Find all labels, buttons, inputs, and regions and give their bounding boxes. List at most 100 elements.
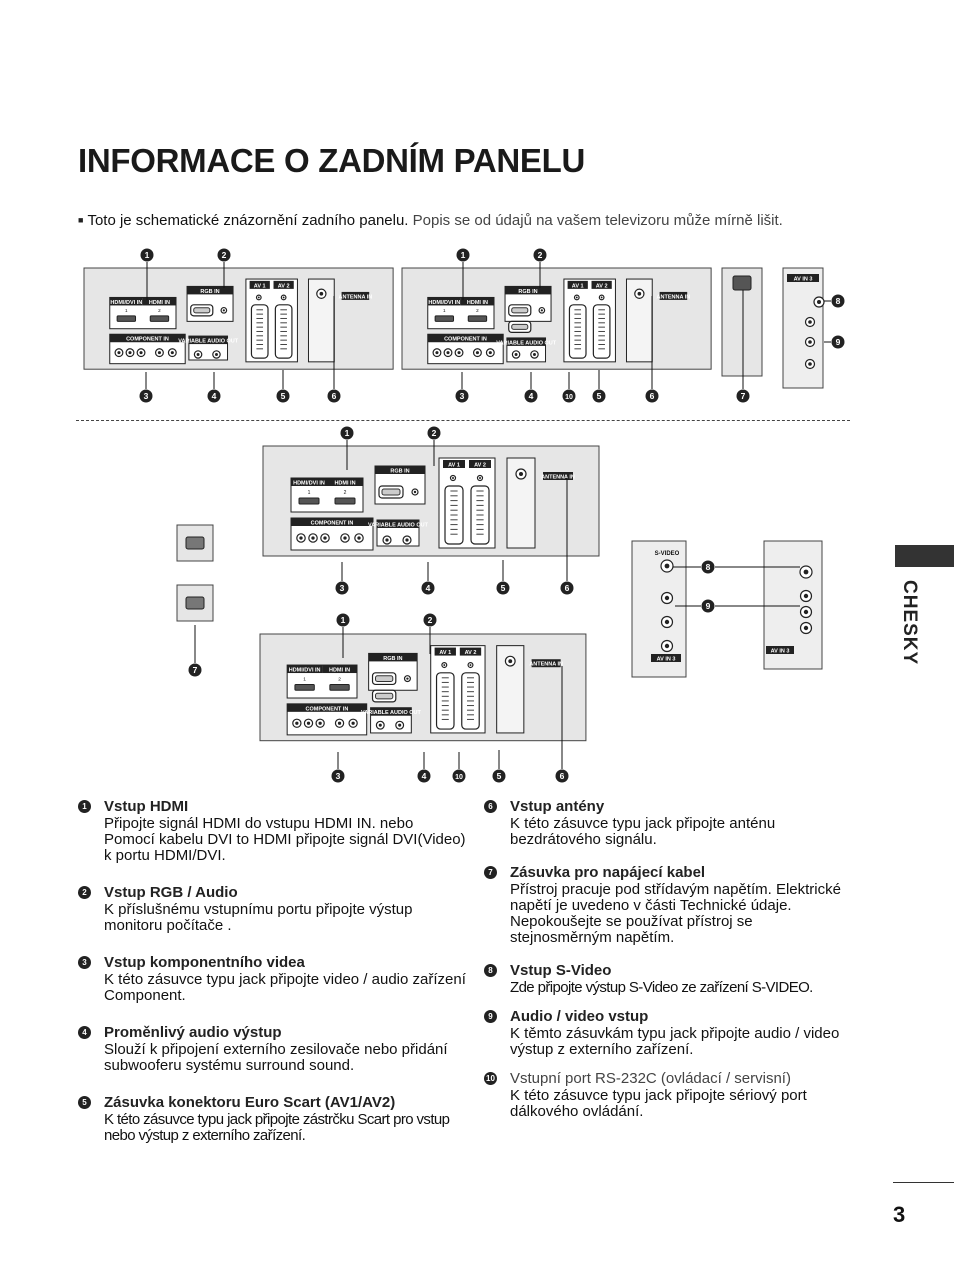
page-number: 3 (893, 1202, 906, 1227)
panel-label-bar (368, 653, 418, 662)
item-heading: Vstup S-Video (510, 962, 612, 979)
hdmi-port (116, 315, 137, 322)
callout-number: 5 (497, 771, 502, 781)
panel-label: ANTENNA IN (529, 662, 563, 668)
panel-label-bar (659, 291, 688, 300)
jack-pin (457, 351, 461, 355)
item-body: K této zásuvce typu jack připojte video … (104, 971, 466, 1004)
panel-label-bar (291, 518, 373, 526)
item-heading: Zásuvka pro napájecí kabel (510, 864, 706, 881)
panel-label-bar (651, 654, 681, 662)
callout-badge (701, 560, 715, 574)
jack-pin (222, 309, 225, 312)
callout-number: 9 (706, 601, 711, 611)
callout-number: 1 (461, 250, 466, 260)
vga-port-inner (375, 675, 394, 682)
panel-label: ANTENNA IN (339, 294, 373, 300)
panel-label: COMPONENT IN (126, 337, 169, 343)
hdmi-port-number: 2 (476, 308, 479, 313)
jack-pin (157, 351, 161, 355)
callout-number: 2 (428, 615, 433, 625)
jack-pin (311, 536, 315, 540)
callout-badge (492, 769, 506, 783)
panel-label-bar (188, 336, 228, 345)
item-body: K příslušnému vstupnímu portu připojte v… (104, 901, 413, 934)
jack-pin (128, 351, 132, 355)
jack-pin (170, 351, 174, 355)
jack-pin (469, 664, 472, 667)
callout-badge (140, 248, 154, 262)
callout-badge (421, 581, 435, 595)
section-language-label: CHESKY (899, 580, 920, 666)
jack-pin (479, 477, 481, 479)
callout-number: 10 (455, 774, 463, 781)
panel-label: AV 2 (465, 650, 477, 656)
panel-label-bar (591, 280, 612, 289)
item-number-badge: 9 (484, 1010, 497, 1023)
section-tab-marker (895, 545, 954, 567)
panel-label-bar (567, 280, 588, 289)
panel-label-bar (460, 297, 494, 306)
item-body: Slouží k připojení externího zesilovače … (104, 1041, 448, 1074)
callout-number: 1 (145, 250, 150, 260)
callout-badge (645, 389, 659, 403)
power-socket (185, 596, 205, 610)
item-heading: Vstup antény (510, 798, 605, 815)
panel-label-bar (249, 280, 270, 289)
item-body: K této zásuvce typu jack připojte sériov… (510, 1087, 807, 1120)
callout-badge (533, 248, 547, 262)
panel-label: COMPONENT IN (444, 337, 487, 343)
jack-pin (664, 563, 670, 569)
panel-label-bar (434, 647, 456, 656)
panel-label-bar (427, 334, 504, 343)
hdmi-port (294, 683, 315, 691)
jack-pin (319, 291, 324, 296)
callout-badge (736, 389, 750, 403)
callout-number: 7 (193, 665, 198, 675)
vga-port-inner (193, 307, 211, 314)
callout-badge (701, 599, 715, 613)
hdmi-port (298, 497, 320, 505)
jack-pin (385, 538, 389, 542)
hdmi-port-number: 1 (125, 308, 128, 313)
panel-label-bar (469, 460, 491, 468)
vga-port-inner (375, 692, 394, 700)
callout-number: 6 (560, 771, 565, 781)
item-number-badge: 8 (484, 964, 497, 977)
callout-number: 10 (565, 394, 573, 401)
hdmi-port-number: 2 (338, 677, 341, 683)
jack-pin (357, 536, 361, 540)
callout-badge (562, 389, 576, 403)
jack-pin (664, 595, 670, 601)
vga-port-inner (511, 323, 529, 330)
item-heading: Audio / video vstup (510, 1008, 649, 1025)
panel-label-bar (459, 647, 482, 656)
jack-pin (664, 643, 670, 649)
callout-number: 9 (836, 337, 841, 347)
jack-pin (446, 351, 450, 355)
panel-label-bar (531, 659, 561, 668)
jack-pin (139, 351, 143, 355)
callout-badge (831, 294, 845, 308)
callout-number: 3 (144, 391, 149, 401)
callout-badge (331, 769, 345, 783)
panel-label: HDMI/DVI IN (110, 300, 142, 306)
panel-label: RGB IN (200, 289, 219, 295)
callout-badge (276, 389, 290, 403)
item-number-badge: 2 (78, 886, 91, 899)
panel-label: AV 2 (474, 463, 486, 469)
item-number-badge: 6 (484, 800, 497, 813)
item-body: K těmto zásuvkám typu jack připojte audi… (510, 1025, 840, 1058)
item-number-badge: 1 (78, 800, 91, 813)
callout-number: 5 (501, 583, 506, 593)
callout-number: 3 (460, 391, 465, 401)
item-heading: Vstup HDMI (104, 798, 189, 815)
panel-label-bar (443, 460, 465, 468)
jack-pin (405, 538, 409, 542)
